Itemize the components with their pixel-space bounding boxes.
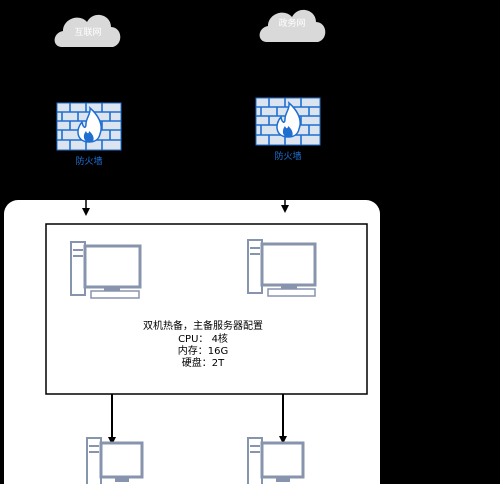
firewall-right-label: 防火墙 xyxy=(274,150,301,162)
computer-icon xyxy=(247,239,317,297)
internet-label: 互联网 xyxy=(74,27,101,38)
gov-network-label: 政务网 xyxy=(278,17,305,29)
computer-icon xyxy=(70,241,142,299)
computer-icon xyxy=(86,437,144,484)
firewall-left-label: 防火墙 xyxy=(75,155,102,167)
internet-cloud-icon: 互联网 xyxy=(54,14,121,48)
firewall-left-icon xyxy=(56,102,122,151)
config-disk: 硬盘：2T xyxy=(182,356,225,369)
config-title: 双机热备，主备服务器配置 xyxy=(143,319,263,332)
config-cpu: CPU： 4核 xyxy=(178,332,228,345)
computer-icon xyxy=(247,437,305,484)
firewall-right-icon xyxy=(255,97,321,146)
gov-network-cloud-icon: 政务网 xyxy=(259,9,326,43)
config-memory: 内存：16G xyxy=(178,344,228,357)
